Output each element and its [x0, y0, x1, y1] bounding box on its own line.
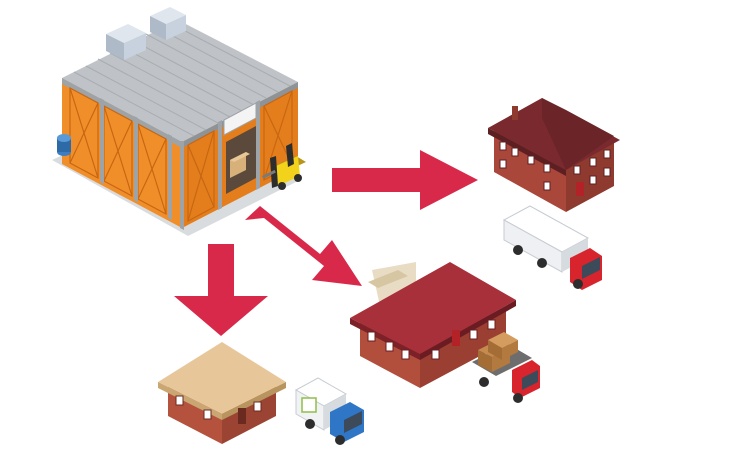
shop-icon	[158, 342, 286, 444]
store-icon	[350, 262, 516, 388]
arrow-diagonal	[245, 206, 362, 286]
van-icon	[294, 377, 364, 445]
arrow-right	[332, 150, 478, 210]
arrow-down	[174, 244, 268, 336]
truck-icon-pickup	[472, 332, 540, 403]
truck-icon-large	[502, 205, 602, 290]
house-icon	[488, 98, 620, 212]
forklift-icon	[261, 143, 306, 190]
warehouse-icon	[52, 7, 300, 236]
